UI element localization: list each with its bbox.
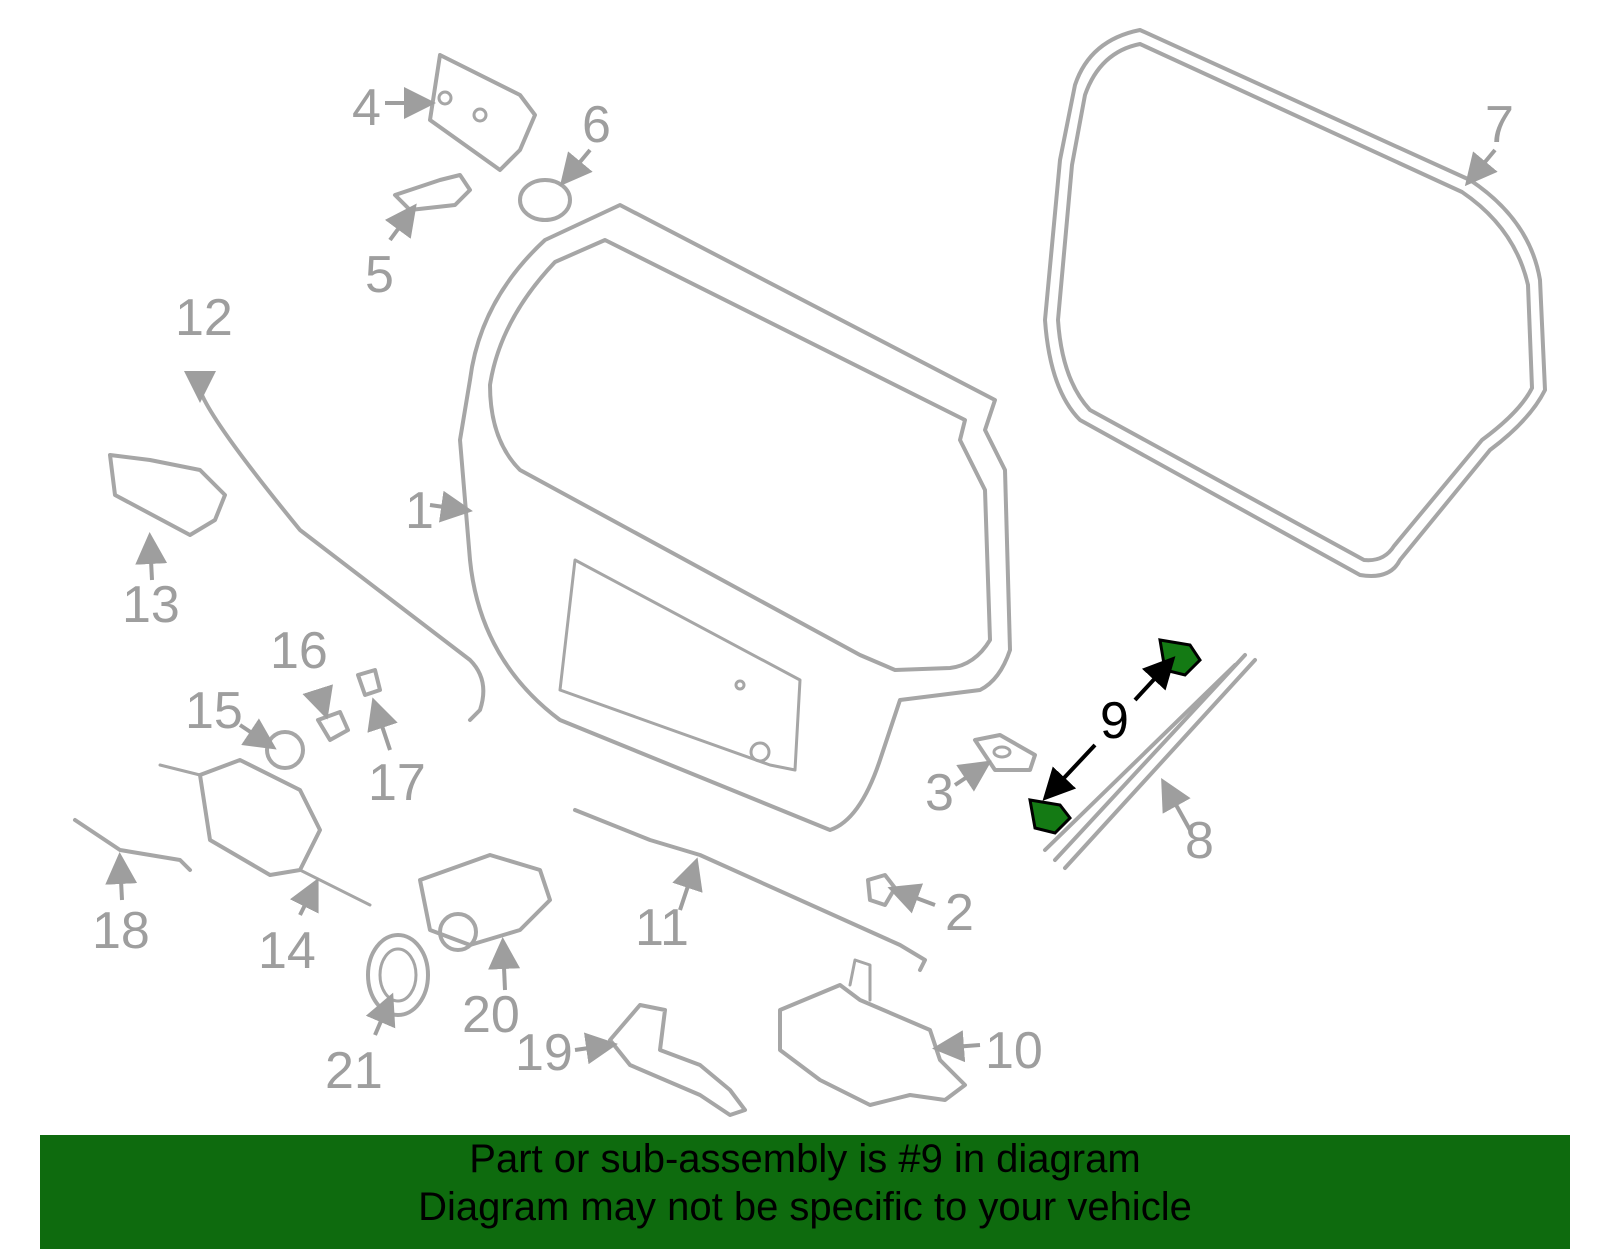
part-9-highlighted (1028, 638, 1202, 835)
callout-6: 6 (582, 96, 611, 154)
callout-12: 12 (175, 289, 233, 347)
callout-4: 4 (352, 79, 381, 137)
part-19 (608, 1003, 747, 1117)
banner-line-2: Diagram may not be specific to your vehi… (418, 1185, 1192, 1229)
part-liftgate (458, 203, 1012, 832)
callout-2: 2 (945, 884, 974, 942)
callout-5: 5 (365, 246, 394, 304)
callout-15: 15 (185, 682, 243, 740)
callout-9: 9 (1100, 692, 1129, 750)
part-5 (393, 173, 472, 212)
part-8-strut (1043, 653, 1257, 870)
part-14 (158, 758, 372, 907)
callout-10: 10 (985, 1022, 1043, 1080)
callout-8: 8 (1185, 812, 1214, 870)
part-weatherstrip (1043, 28, 1547, 578)
part-21 (366, 933, 430, 1017)
part-13 (108, 453, 227, 537)
part-6 (518, 178, 572, 222)
callout-leaders (105, 87, 1498, 1065)
callout-18: 18 (92, 902, 150, 960)
callout-17: 17 (368, 754, 426, 812)
part-2 (866, 873, 897, 907)
part-17 (356, 668, 382, 697)
part-11 (573, 808, 927, 972)
callout-21: 21 (325, 1042, 383, 1100)
callout-11: 11 (635, 899, 689, 957)
callout-14: 14 (258, 922, 316, 980)
part-12 (198, 388, 486, 722)
part-4 (428, 53, 537, 172)
callout-13: 13 (122, 576, 180, 634)
part-10 (778, 958, 967, 1107)
part-20 (418, 853, 552, 952)
callout-19: 19 (515, 1024, 573, 1082)
callout-16: 16 (270, 622, 328, 680)
info-banner: Part or sub-assembly is #9 in diagram Di… (40, 1135, 1570, 1249)
part-15 (265, 730, 305, 770)
callout-20: 20 (462, 986, 520, 1044)
callout-3: 3 (925, 764, 954, 822)
part-3 (973, 733, 1037, 772)
part-18 (73, 818, 192, 872)
callout-1: 1 (405, 482, 434, 540)
banner-line-1: Part or sub-assembly is #9 in diagram (469, 1137, 1141, 1181)
callout-7: 7 (1485, 96, 1514, 154)
part-16 (316, 710, 350, 742)
